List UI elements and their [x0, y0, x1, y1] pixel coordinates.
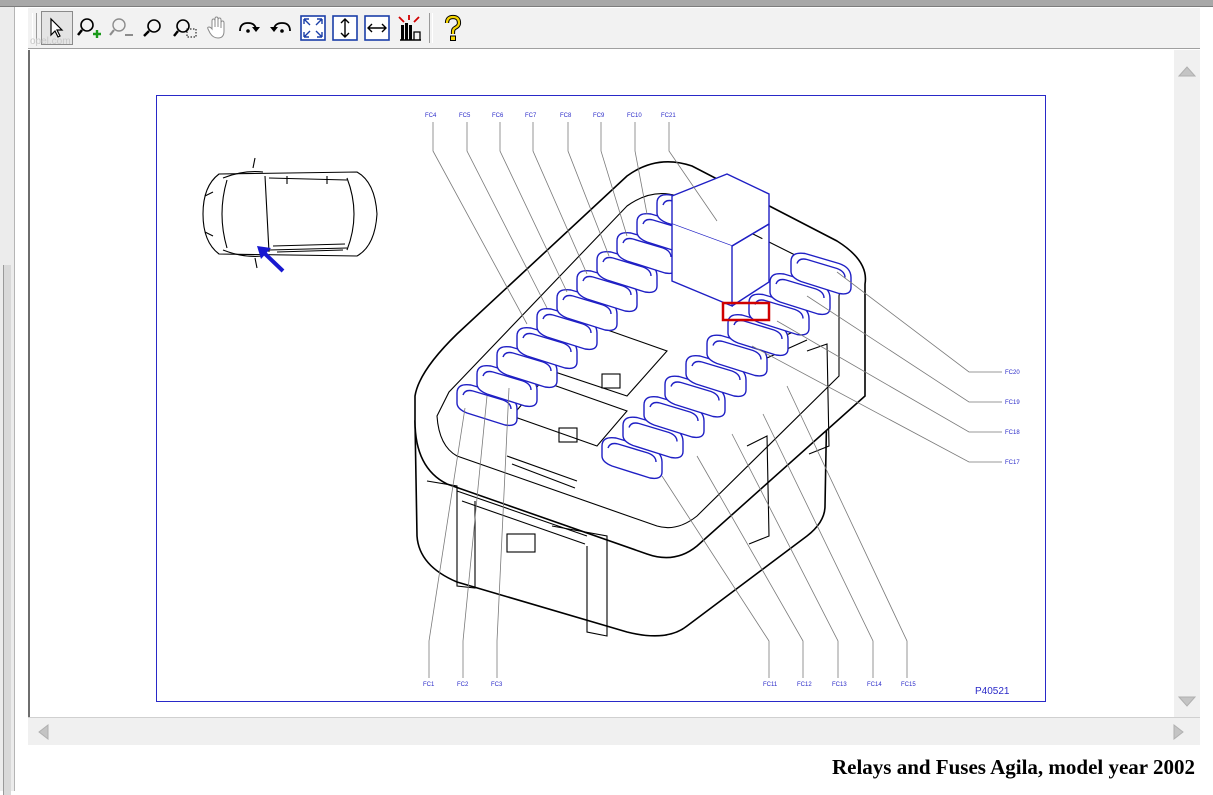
rotate-ccw-icon [270, 22, 291, 33]
leader-line [496, 387, 510, 678]
triangle-up-icon [1178, 66, 1196, 77]
callout-label: FC18 [1005, 430, 1020, 436]
callout-label: FC21 [661, 113, 676, 119]
toolbar-separator [429, 13, 433, 43]
callout-label: FC14 [867, 682, 882, 688]
callout-label: FC19 [1005, 400, 1020, 406]
callout-label: FC15 [901, 682, 916, 688]
leader-line [661, 475, 770, 678]
hand-icon [207, 16, 225, 39]
relay-block [671, 173, 770, 308]
fuse-slot-right [790, 252, 852, 295]
leader-line [462, 395, 488, 678]
zoom-out-icon [109, 18, 133, 36]
scroll-right-button[interactable] [1168, 722, 1190, 742]
callout-label: FC10 [627, 113, 642, 119]
fit-height-button[interactable] [329, 11, 361, 45]
callout-label: FC8 [560, 113, 572, 119]
callout-label: FC4 [425, 113, 437, 119]
callout-label: FC6 [492, 113, 504, 119]
leader-line [731, 433, 839, 678]
rotate-ccw-button[interactable] [265, 11, 297, 45]
window-top-border [0, 0, 1213, 7]
right-frame [1200, 8, 1213, 748]
zoom-window-icon [173, 19, 197, 38]
callout-labels-bottom: FC1 FC2 FC3 FC11 FC12 FC13 FC14 FC15 [423, 682, 916, 688]
zoom-in-icon [77, 18, 101, 38]
fit-all-button[interactable] [297, 11, 329, 45]
zoom-out-button[interactable] [105, 11, 137, 45]
leader-line [499, 122, 568, 293]
fuse-box-diagram: FC4 FC5 FC6 FC7 FC8 FC9 FC10 FC21 FC1 FC2 FC3 FC11… [156, 95, 1046, 702]
help-button[interactable] [437, 11, 469, 45]
leader-line [532, 122, 588, 275]
car-locator-drawing [202, 157, 378, 269]
zoom-button[interactable] [137, 11, 169, 45]
help-icon [444, 14, 462, 41]
location-arrow-head [257, 246, 271, 259]
rotate-cw-icon [239, 22, 260, 33]
triangle-down-icon [1178, 696, 1196, 707]
callout-label: FC2 [457, 682, 469, 688]
leader-line [428, 407, 466, 678]
magnifier-icon [143, 19, 161, 37]
callout-label: FC17 [1005, 460, 1020, 466]
diagram-code: P40521 [975, 686, 1010, 697]
fit-all-icon [300, 15, 326, 41]
document-caption: Relays and Fuses Agila, model year 2002 [831, 755, 1195, 779]
triangle-right-icon [1173, 724, 1184, 740]
left-frame [0, 7, 15, 795]
fit-width-icon [364, 15, 390, 41]
leader-line [466, 122, 548, 309]
leader-line [806, 295, 1002, 403]
rotate-cw-button[interactable] [233, 11, 265, 45]
fuse-box-drawing: FC4 FC5 FC6 FC7 FC8 FC9 FC10 FC21 FC1 FC2 FC3 FC11… [202, 113, 1020, 697]
scroll-down-button[interactable] [1174, 689, 1200, 715]
triangle-left-icon [38, 724, 49, 740]
leader-line [432, 122, 528, 325]
pan-button[interactable] [201, 11, 233, 45]
scroll-up-button[interactable] [1174, 58, 1200, 84]
leader-line [762, 413, 874, 678]
leader-line [696, 455, 804, 678]
horizontal-scrollbar[interactable] [28, 717, 1200, 745]
scroll-left-button[interactable] [32, 722, 54, 742]
leader-line [668, 122, 718, 222]
viewer-toolbar [28, 8, 1200, 49]
callout-label: FC11 [763, 682, 778, 688]
leader-line [567, 122, 610, 257]
leader-line [600, 122, 628, 237]
watermark-text: opel.com [30, 36, 71, 47]
callout-label: FC12 [797, 682, 812, 688]
callout-labels-top: FC4 FC5 FC6 FC7 FC8 FC9 FC10 FC21 [425, 113, 676, 119]
leader-line [786, 385, 908, 678]
callout-label: FC13 [832, 682, 847, 688]
fuse-row-right [601, 252, 852, 480]
callout-label: FC7 [525, 113, 537, 119]
leader-line [836, 271, 1002, 373]
select-tool-button[interactable] [41, 11, 73, 45]
highlight-button[interactable] [393, 11, 425, 45]
highlight-icon [398, 15, 421, 41]
leader-line [634, 122, 648, 215]
leader-line [776, 320, 1002, 433]
callout-label: FC3 [491, 682, 503, 688]
left-frame-scrollbar[interactable] [3, 265, 11, 795]
fit-width-button[interactable] [361, 11, 393, 45]
zoom-in-button[interactable] [73, 11, 105, 45]
arrow-pointer-icon [50, 17, 64, 38]
fit-height-icon [332, 15, 358, 41]
toolbar-grip[interactable] [32, 13, 37, 43]
vertical-scrollbar[interactable] [1174, 50, 1200, 717]
highlighted-fuse-marker [721, 301, 771, 322]
callout-label: FC1 [423, 682, 435, 688]
zoom-window-button[interactable] [169, 11, 201, 45]
callout-label: FC20 [1005, 370, 1020, 376]
callout-leader-lines [428, 122, 1002, 678]
callout-label: FC5 [459, 113, 471, 119]
callout-label: FC9 [593, 113, 605, 119]
leader-line [751, 345, 1002, 463]
